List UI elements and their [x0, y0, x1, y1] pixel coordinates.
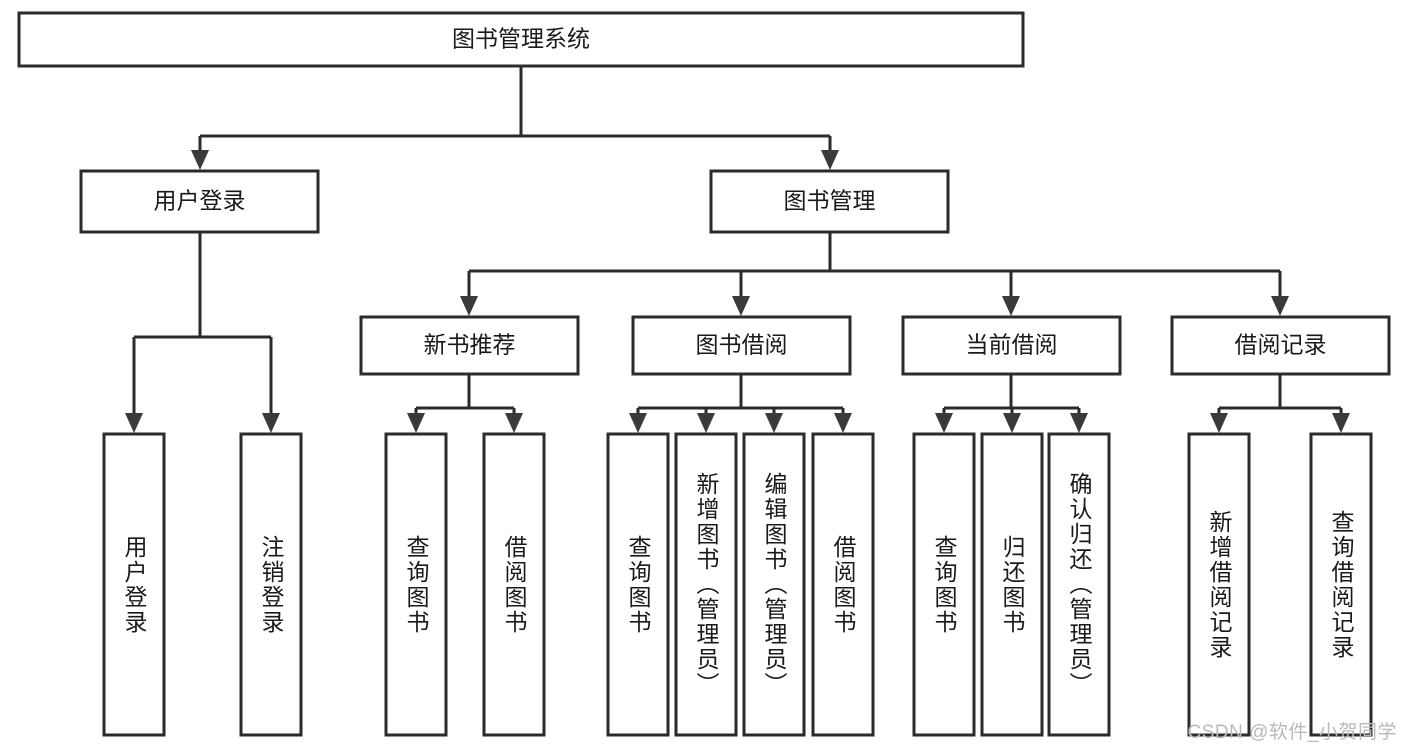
arrow-to-leaf-borrow-book-2 — [834, 413, 852, 433]
arrowhead-layer — [125, 150, 1350, 433]
node-box-borrow-record[interactable] — [1170, 315, 1391, 376]
connector-bus-root — [200, 66, 830, 138]
node-label-current-borrow: 当前借阅 — [966, 332, 1058, 358]
drops-bus-user-login — [132, 337, 273, 415]
node-label-user-login: 用户登录 — [154, 188, 246, 214]
node-box-leaf-return-book[interactable] — [980, 432, 1044, 737]
connector-bus-borrow-record — [1219, 374, 1341, 410]
arrow-to-leaf-edit-book-admin — [765, 413, 783, 433]
connector-bus-book-borrow — [638, 374, 843, 410]
arrow-to-leaf-user-login — [125, 413, 143, 433]
node-box-leaf-borrow-book-1[interactable] — [482, 432, 546, 737]
node-label-root: 图书管理系统 — [452, 26, 590, 52]
node-box-user-login[interactable] — [79, 169, 320, 234]
node-box-leaf-confirm-return-admin[interactable] — [1047, 432, 1111, 737]
arrow-to-leaf-add-book-admin — [697, 413, 715, 433]
drops-bus-book-manage — [467, 271, 1282, 298]
node-label-new-book-recommend: 新书推荐 — [424, 332, 516, 358]
arrow-to-leaf-add-borrow-record — [1210, 413, 1228, 433]
connector-bus-user-login — [134, 232, 271, 339]
connector-bus-book-manage — [469, 232, 1280, 273]
arrow-to-leaf-query-book-3 — [935, 413, 953, 433]
node-box-leaf-add-borrow-record[interactable] — [1187, 432, 1251, 737]
watermark-text: CSDN @软件_小贺同学 — [1187, 722, 1397, 743]
node-box-root[interactable] — [17, 11, 1025, 68]
arrow-to-book-manage — [821, 150, 839, 170]
node-box-book-manage[interactable] — [709, 169, 950, 234]
node-box-leaf-query-borrow-record[interactable] — [1309, 432, 1373, 737]
arrow-to-current-borrow — [1002, 296, 1020, 316]
node-label-book-manage: 图书管理 — [784, 188, 876, 214]
arrow-to-borrow-record — [1271, 296, 1289, 316]
node-box-new-book-recommend[interactable] — [359, 315, 580, 376]
node-label-borrow-record: 借阅记录 — [1235, 332, 1327, 358]
node-box-leaf-logout-login[interactable] — [239, 432, 303, 737]
connector-bus-new-book — [416, 374, 514, 410]
node-box-leaf-user-login[interactable] — [102, 432, 166, 737]
connector-bus-current-borrow — [944, 374, 1079, 410]
node-box-leaf-query-book-1[interactable] — [384, 432, 448, 737]
arrow-to-leaf-query-borrow-record — [1332, 413, 1350, 433]
node-box-leaf-edit-book-admin[interactable] — [742, 432, 806, 737]
arrow-to-leaf-confirm-return-admin — [1070, 413, 1088, 433]
node-box-leaf-add-book-admin[interactable] — [674, 432, 738, 737]
arrow-to-book-borrow — [732, 296, 750, 316]
node-box-leaf-borrow-book-2[interactable] — [811, 432, 875, 737]
arrow-to-leaf-logout-login — [262, 413, 280, 433]
arrow-to-leaf-borrow-book-1 — [505, 413, 523, 433]
arrow-to-leaf-query-book-2 — [629, 413, 647, 433]
arrow-to-leaf-query-book-1 — [407, 413, 425, 433]
drops-bus-root — [198, 136, 832, 152]
node-box-layer — [17, 11, 1391, 737]
arrow-to-user-login — [191, 150, 209, 170]
node-box-leaf-query-book-3[interactable] — [912, 432, 976, 737]
node-box-current-borrow[interactable] — [901, 315, 1122, 376]
arrow-to-leaf-return-book — [1003, 413, 1021, 433]
node-box-book-borrow[interactable] — [631, 315, 852, 376]
arrow-to-new-book-recommend — [460, 296, 478, 316]
node-box-leaf-query-book-2[interactable] — [606, 432, 670, 737]
node-label-book-borrow: 图书借阅 — [696, 332, 788, 358]
